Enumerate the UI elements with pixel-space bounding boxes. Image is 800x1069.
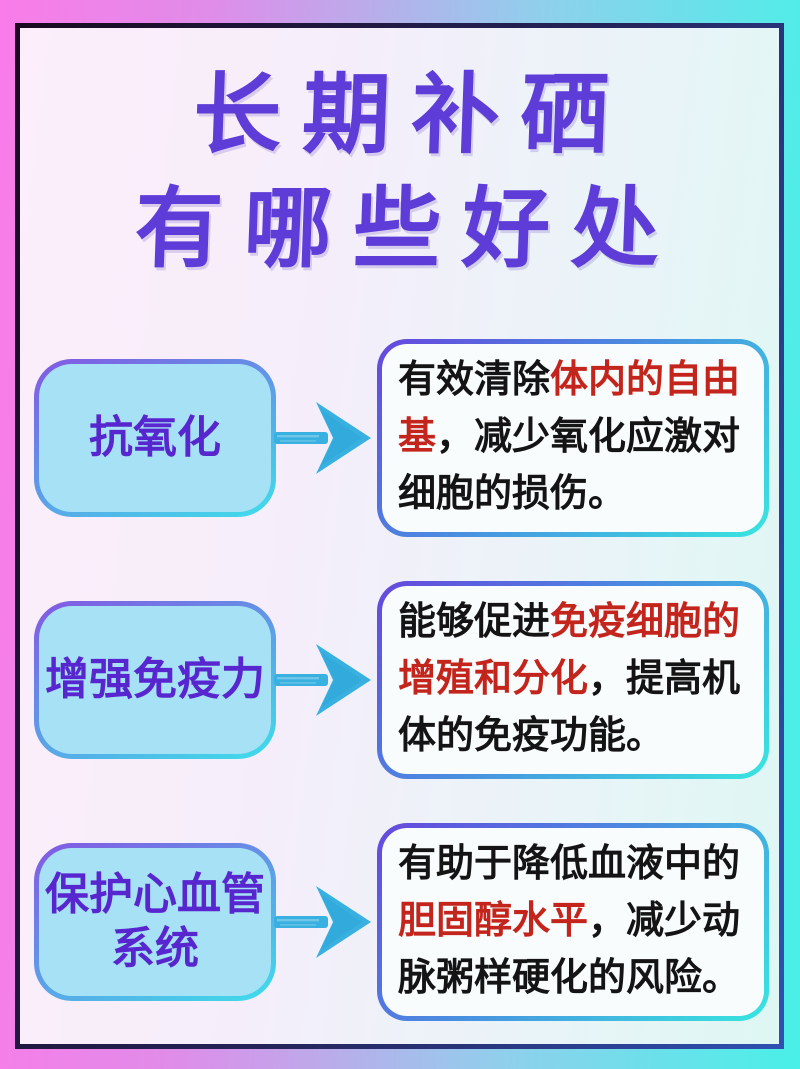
arrow-right-icon [274,885,371,958]
desc-prefix: 有效清除 [398,359,551,402]
benefit-label: 抗氧化 [39,363,271,512]
benefit-desc-box: 能够促进免疫细胞的增殖和分化，提高机体的免疫功能。 [377,580,769,779]
benefit-desc-text: 有效清除体内的自由基，减少氧化应激对细胞的损伤。 [398,352,750,523]
desc-highlight: 体内的自由基 [398,359,741,459]
benefit-label: 增强免疫力 [39,605,271,754]
desc-prefix: 有助于降低血液中的 [398,843,741,886]
desc-prefix: 能够促进 [398,601,551,644]
benefit-rows: 抗氧化 有效清除体内的自由基，减少氧化应激对细胞的损伤。 [20,338,779,1021]
title-line-2: 有哪些好处 [133,179,683,279]
benefit-desc: 有效清除体内的自由基，减少氧化应激对细胞的损伤。 [382,343,764,532]
desc-highlight: 免疫细胞的增殖和分化 [398,601,741,701]
inner-dark-border: 长期补硒 有哪些好处 抗氧化 [15,23,784,1049]
arrow-right-icon [274,643,371,716]
benefit-desc: 有助于降低血液中的胆固醇水平，减少动脉粥样硬化的风险。 [382,827,764,1016]
benefit-desc: 能够促进免疫细胞的增殖和分化，提高机体的免疫功能。 [382,585,764,774]
benefit-desc-box: 有效清除体内的自由基，减少氧化应激对细胞的损伤。 [377,338,769,537]
desc-suffix: ，减少动脉粥样硬化的风险。 [398,900,741,1000]
benefit-desc-text: 能够促进免疫细胞的增殖和分化，提高机体的免疫功能。 [398,594,750,765]
benefit-desc-box: 有助于降低血液中的胆固醇水平，减少动脉粥样硬化的风险。 [377,822,769,1021]
page-title: 长期补硒 有哪些好处 [20,28,779,287]
benefit-desc-text: 有助于降低血液中的胆固醇水平，减少动脉粥样硬化的风险。 [398,836,750,1007]
benefit-label-box: 保护心血管系统 [34,842,276,1001]
benefit-row-antioxidant: 抗氧化 有效清除体内的自由基，减少氧化应激对细胞的损伤。 [34,338,769,537]
title-line-1: 长期补硒 [191,65,632,164]
benefit-label-box: 增强免疫力 [34,600,276,759]
arrow-right-icon [274,401,371,474]
benefit-row-immunity: 增强免疫力 能够促进免疫细胞的增殖和分化，提高机体的免疫功能。 [34,580,769,779]
benefit-label: 保护心血管系统 [39,847,271,996]
desc-highlight: 胆固醇水平 [398,900,589,943]
benefit-label-box: 抗氧化 [34,358,276,517]
benefit-row-cardiovascular: 保护心血管系统 有助于降低血液中的胆固醇水平，减少动脉粥样硬化的风险。 [34,822,769,1021]
desc-suffix: ，提高机体的免疫功能。 [398,658,741,758]
poster-content: 长期补硒 有哪些好处 抗氧化 [20,28,779,1044]
desc-suffix: ，减少氧化应激对细胞的损伤。 [398,416,741,516]
